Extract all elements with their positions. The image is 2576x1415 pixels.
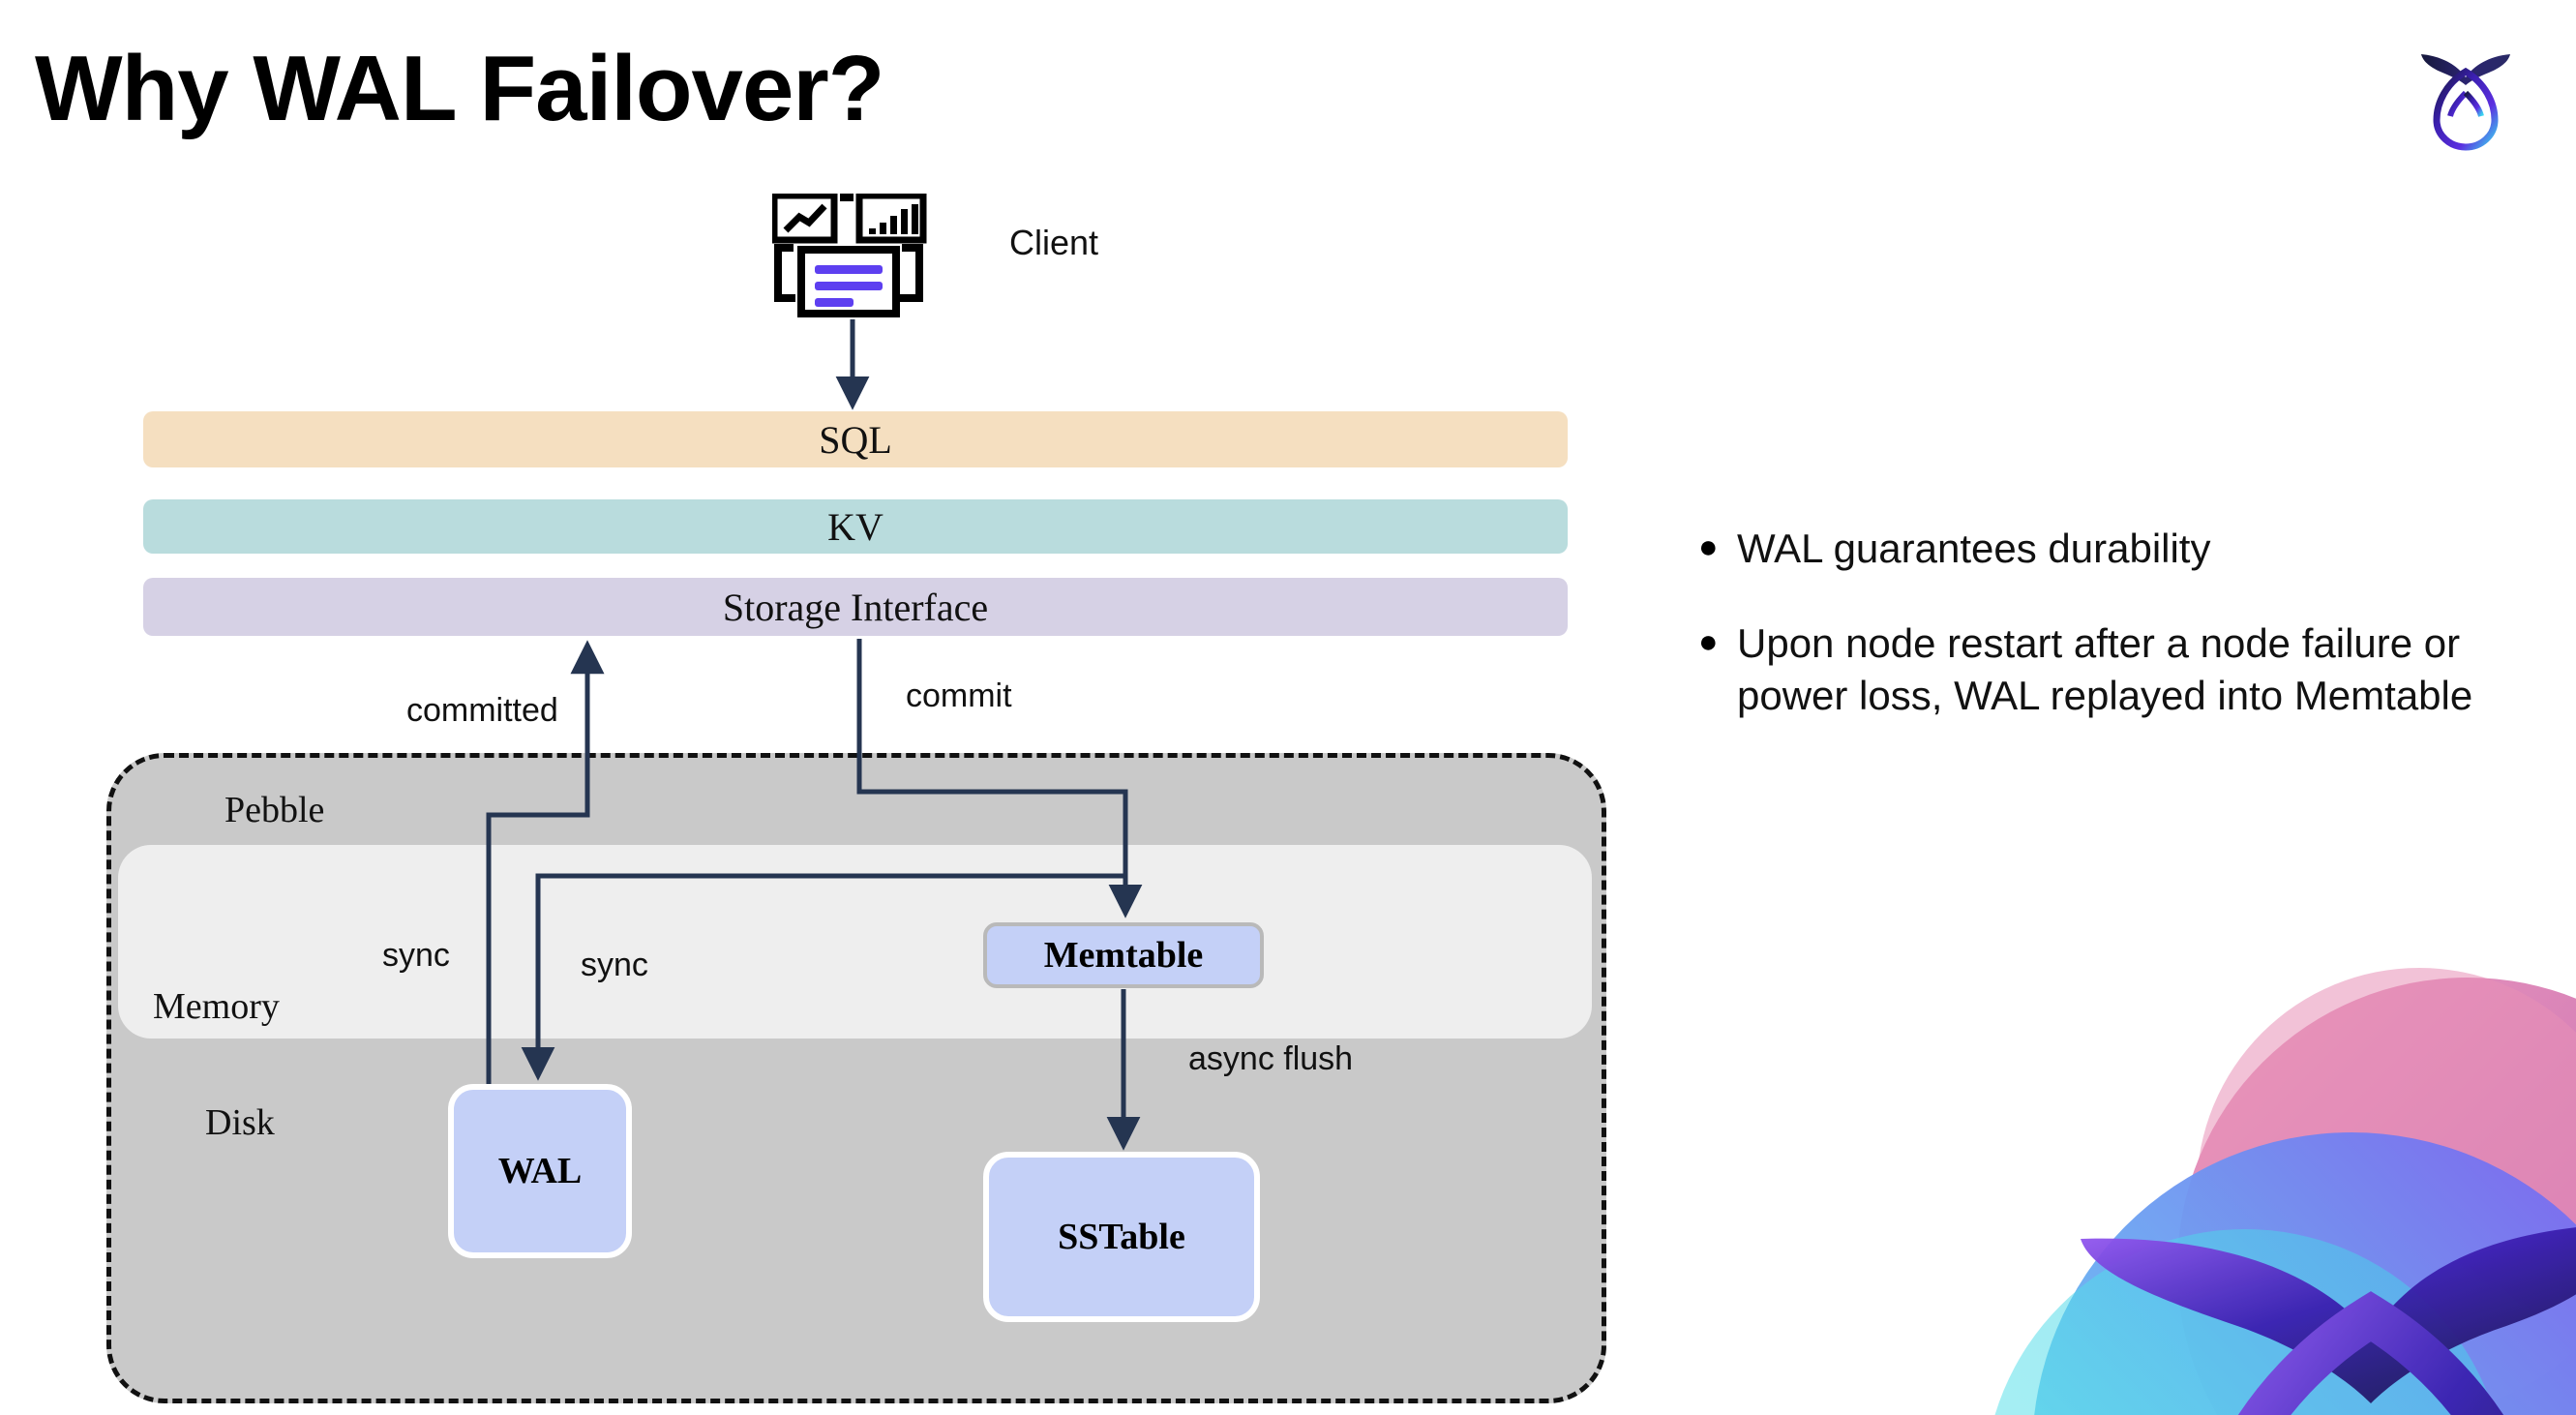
memory-label: Memory (153, 986, 280, 1027)
list-item: ● Upon node restart after a node failure… (1698, 617, 2511, 722)
edge-label-committed: committed (406, 692, 558, 729)
edge-label-async-flush: async flush (1188, 1040, 1354, 1077)
node-memtable: Memtable (983, 922, 1264, 988)
node-wal: WAL (448, 1084, 632, 1258)
bullet-dot-icon: ● (1698, 528, 1719, 565)
bullet-text: Upon node restart after a node failure o… (1737, 619, 2473, 718)
memory-band (118, 845, 1592, 1039)
node-sstable-label: SSTable (1058, 1217, 1185, 1257)
cockroachdb-logo-icon (2408, 37, 2524, 153)
client-label: Client (1009, 223, 1099, 262)
list-item: ● WAL guarantees durability (1698, 523, 2511, 575)
node-sstable: SSTable (983, 1152, 1260, 1322)
node-wal-label: WAL (497, 1151, 583, 1191)
edge-label-sync-wal: sync (382, 937, 450, 974)
layer-sql: SQL (143, 411, 1568, 467)
client-terminal-icon (770, 192, 927, 319)
bullet-dot-icon: ● (1698, 622, 1719, 660)
pebble-label: Pebble (225, 790, 325, 830)
page-title: Why WAL Failover? (35, 37, 884, 140)
layer-storage-interface: Storage Interface (143, 578, 1568, 636)
disk-label: Disk (205, 1102, 275, 1143)
bullet-list: ● WAL guarantees durability ● Upon node … (1698, 523, 2511, 764)
edge-label-sync-commit: sync (581, 947, 648, 983)
edge-label-commit: commit (906, 677, 1012, 714)
bullet-text: WAL guarantees durability (1737, 526, 2211, 571)
layer-kv: KV (143, 499, 1568, 554)
layer-kv-label: KV (827, 504, 884, 549)
layer-sql-label: SQL (819, 417, 892, 462)
node-memtable-label: Memtable (1043, 935, 1204, 976)
cockroachdb-watermark-icon (1964, 948, 2576, 1415)
layer-storage-label: Storage Interface (722, 585, 989, 629)
